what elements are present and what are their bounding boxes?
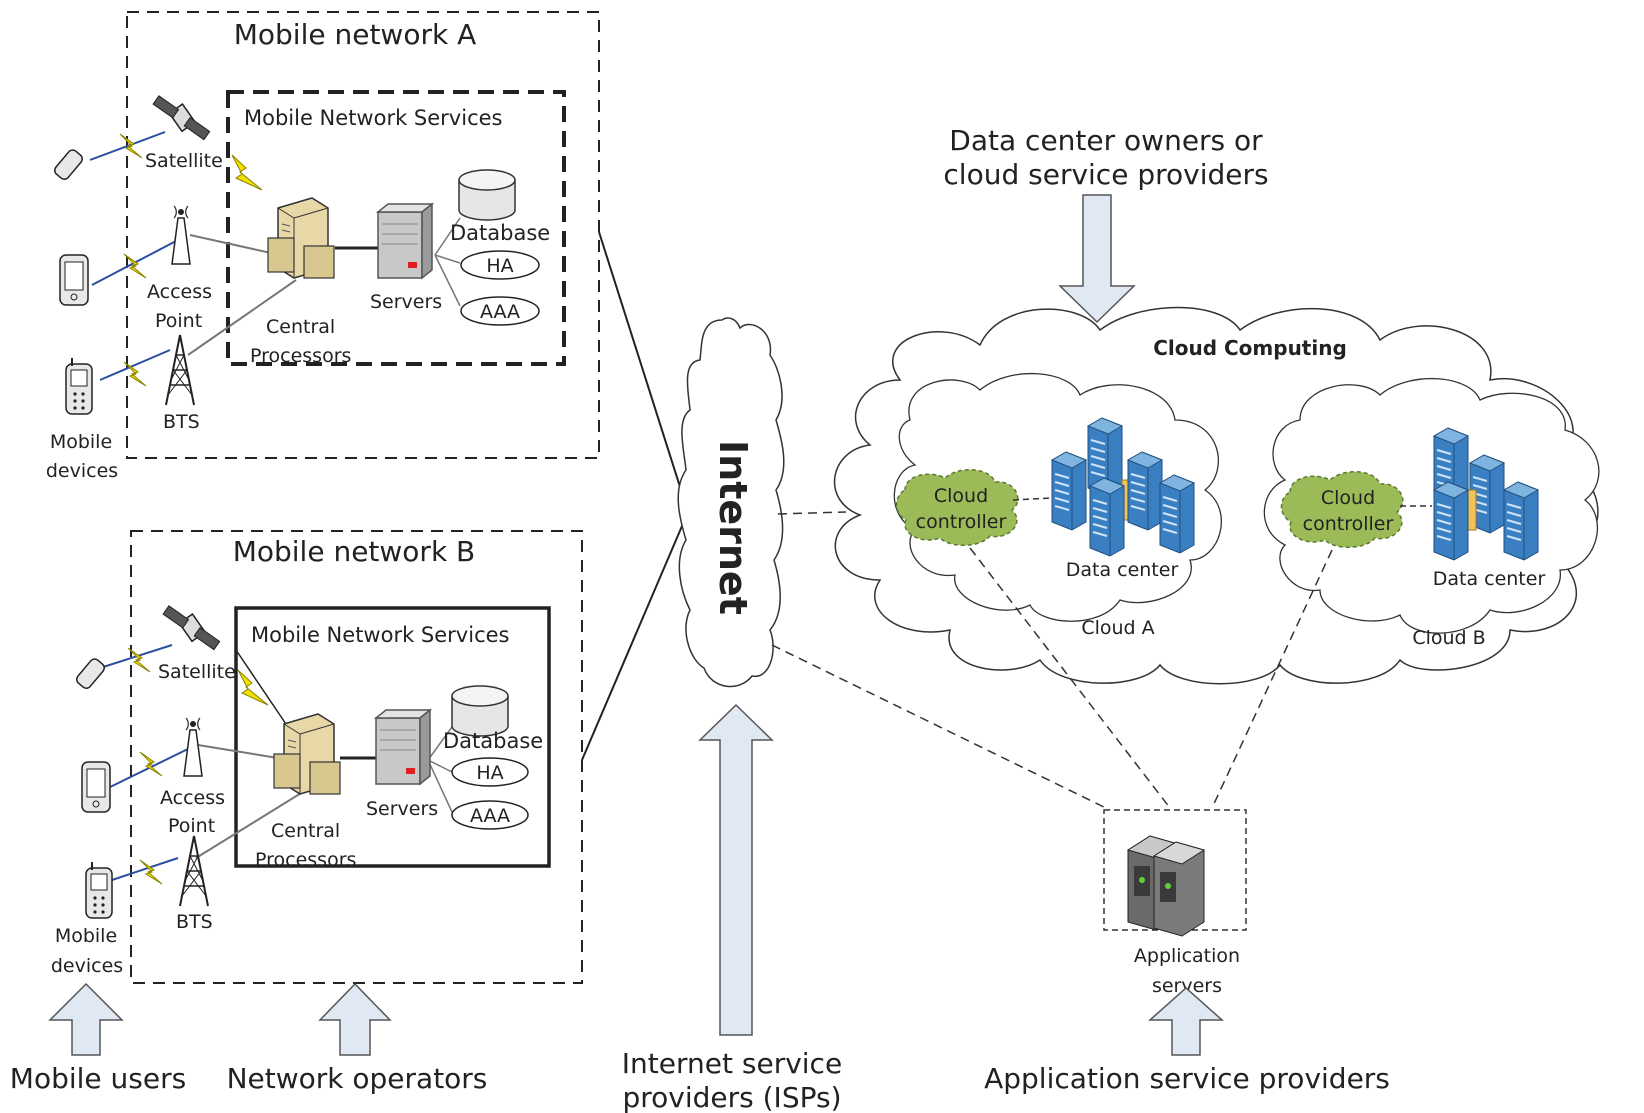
servers-label-a: Servers — [370, 291, 442, 313]
central-processors-label-a-1: Central — [266, 316, 335, 338]
satellite-label-b: Satellite — [158, 661, 236, 683]
mobile-network-a-title: Mobile network A — [234, 18, 477, 51]
mobile-network-b: Mobile network B Mobile Network Services… — [51, 530, 583, 984]
mobile-network-a: Mobile network A Mobile Network Services… — [46, 11, 600, 482]
central-processors-label-b-1: Central — [271, 820, 340, 842]
ha-label-a: HA — [486, 255, 513, 277]
satellite-label-a: Satellite — [145, 150, 223, 172]
application-servers-label-1: Application — [1134, 945, 1240, 967]
mobile-devices-label-a-1: Mobile — [50, 431, 112, 453]
bts-tower-icon — [165, 334, 195, 406]
flip-phone-icon — [51, 147, 86, 183]
mobile-devices-label-b-2: devices — [51, 955, 123, 977]
database-label-b: Database — [443, 729, 543, 753]
ha-ellipse — [451, 757, 529, 787]
up-arrow-mobile-users — [48, 982, 124, 1056]
bts-label-a: BTS — [163, 411, 200, 433]
central-processors-label-b-2: Processors — [255, 849, 356, 871]
up-arrow-application-providers — [1148, 986, 1224, 1056]
access-point-label-a-1: Access — [147, 281, 212, 303]
aaa-ellipse — [460, 296, 540, 326]
isp-label-1: Internet service — [622, 1047, 842, 1080]
cloud-computing-title: Cloud Computing — [1153, 336, 1347, 360]
central-processors-icon — [267, 197, 335, 279]
up-arrow-network-operators — [318, 982, 392, 1056]
access-point-label-b-1: Access — [160, 787, 225, 809]
mobile-devices-label-a-2: devices — [46, 460, 118, 482]
down-arrow-owners — [1058, 194, 1136, 324]
mobile-network-services-a-box — [226, 90, 566, 366]
mobile-network-b-title: Mobile network B — [233, 535, 476, 568]
pda-icon — [81, 761, 111, 813]
aaa-ellipse — [451, 800, 529, 830]
mobile-network-b-box — [130, 530, 583, 984]
access-point-label-b-2: Point — [168, 815, 215, 837]
flip-phone-icon — [73, 656, 108, 692]
data-center-owners-label-2: cloud service providers — [943, 158, 1268, 191]
servers-icon — [377, 203, 433, 279]
bts-tower-icon — [179, 835, 209, 907]
application-servers: Application servers — [1103, 809, 1247, 997]
isp-label-2: providers (ISPs) — [622, 1081, 841, 1113]
central-processors-icon — [273, 713, 341, 795]
ha-label-b: HA — [476, 762, 503, 784]
mobile-devices-label-b-1: Mobile — [55, 925, 117, 947]
application-servers-icon — [1126, 835, 1206, 937]
up-arrow-isps — [698, 703, 774, 1036]
cellphone-icon — [85, 861, 113, 919]
servers-label-b: Servers — [366, 798, 438, 820]
data-center-b-label: Data center — [1433, 568, 1546, 590]
cloud-controller-b-label-2: controller — [1303, 513, 1394, 535]
cloud-a-label: Cloud A — [1081, 617, 1154, 639]
database-icon — [458, 169, 516, 221]
database-label-a: Database — [450, 221, 550, 245]
satellite-icon — [162, 605, 221, 651]
application-servers-label-2: servers — [1152, 975, 1222, 997]
access-point-label-a-2: Point — [155, 310, 202, 332]
internet-label: Internet — [711, 440, 755, 615]
aaa-label-a: AAA — [480, 301, 520, 323]
servers-icon — [375, 709, 431, 785]
cloud-b-label: Cloud B — [1412, 627, 1485, 649]
bts-label-b: BTS — [176, 911, 213, 933]
cloud-controller-a-label-1: Cloud — [934, 485, 988, 507]
mobile-users-label: Mobile users — [10, 1062, 186, 1095]
cloud-computing: Cloud Computing Cloud A Cloud B Cloud co… — [833, 306, 1600, 685]
cloud-controller-b-label-1: Cloud — [1321, 487, 1375, 509]
data-center-a-label: Data center — [1066, 559, 1179, 581]
cloud-controller-a-label-2: controller — [916, 511, 1007, 533]
mobile-network-services-b-title: Mobile Network Services — [251, 623, 509, 647]
access-point-icon — [171, 205, 191, 265]
internet-cloud: Internet — [581, 231, 785, 761]
pda-icon — [59, 254, 89, 306]
cloud-controller-b — [1280, 470, 1404, 548]
access-point-icon — [183, 717, 203, 777]
application-service-providers-label: Application service providers — [984, 1062, 1390, 1095]
central-processors-label-a-2: Processors — [250, 345, 351, 367]
network-operators-label: Network operators — [227, 1062, 488, 1095]
mobile-network-services-b-box — [234, 606, 551, 868]
cellphone-icon — [65, 357, 93, 415]
ha-ellipse — [460, 250, 540, 280]
aaa-label-b: AAA — [470, 805, 510, 827]
cloud-controller-a — [895, 468, 1019, 546]
mobile-network-services-a-title: Mobile Network Services — [244, 106, 502, 130]
data-center-owners-label-1: Data center owners or — [949, 124, 1263, 157]
